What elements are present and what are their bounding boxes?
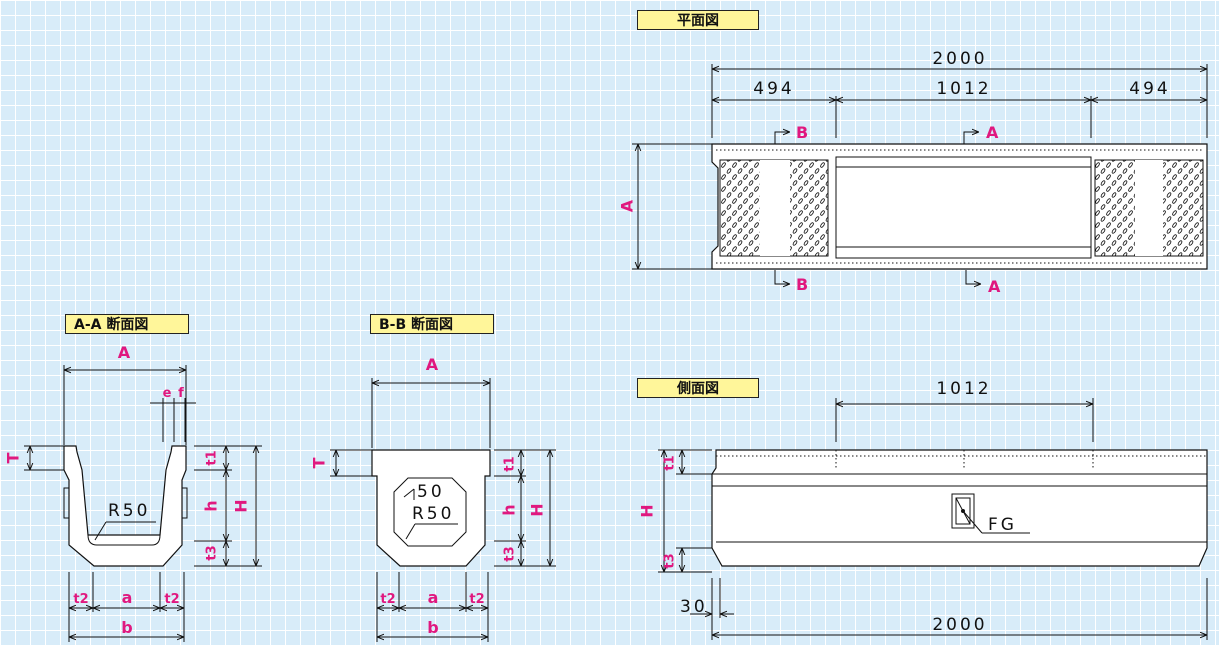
aa-t3-label: t3	[205, 545, 220, 560]
bb-t2-left-label: t2	[380, 592, 395, 607]
section-aa-title: A-A 断面図	[65, 314, 189, 334]
side-offset-dim: 30	[680, 597, 708, 617]
aa-f-label: f	[178, 386, 184, 401]
bb-width-label: A	[426, 355, 439, 374]
aa-radius-label: R50	[108, 501, 150, 521]
plan-cut-b-top: B	[796, 123, 808, 142]
aa-t2-left-label: t2	[73, 592, 88, 607]
side-fg-label: FG	[988, 515, 1017, 535]
section-aa-view: A e f T R50 t1 h H t3	[4, 343, 262, 642]
side-view-title: 側面図	[637, 378, 759, 398]
plan-view-title: 平面図	[637, 10, 759, 30]
plan-cut-b-bottom: B	[796, 275, 808, 294]
bb-chamfer-label: 50	[417, 482, 445, 502]
side-H-label: H	[638, 504, 657, 517]
side-t3-label: t3	[663, 553, 678, 568]
plan-total-dim: 2000	[932, 49, 987, 69]
side-t1-label: t1	[663, 455, 678, 470]
plan-mid-dim: 1012	[936, 79, 991, 99]
plan-cut-a-top: A	[986, 123, 999, 142]
bb-a-label: a	[428, 588, 439, 607]
bb-radius-label: R50	[412, 504, 454, 524]
section-bb-title: B-B 断面図	[370, 314, 494, 334]
side-total-dim: 2000	[932, 615, 987, 635]
bb-t3-label: t3	[503, 546, 518, 561]
aa-e-label: e	[163, 386, 172, 401]
bb-T-label: T	[310, 457, 329, 468]
aa-h-label: h	[202, 500, 221, 511]
plan-width-label: A	[618, 199, 637, 212]
aa-a-label: a	[122, 588, 133, 607]
side-top-dim: 1012	[936, 379, 991, 399]
plan-cut-a-bottom: A	[988, 277, 1001, 296]
plan-view: 2000 494 1012 494 B A B A A	[618, 49, 1208, 296]
aa-T-label: T	[4, 452, 23, 463]
bb-t2-right-label: t2	[469, 592, 484, 607]
aa-b-label: b	[121, 618, 132, 637]
aa-t1-label: t1	[205, 450, 220, 465]
bb-b-label: b	[427, 618, 438, 637]
bb-H-label: H	[528, 503, 547, 516]
plan-right-dim: 494	[1129, 79, 1170, 99]
bb-h-label: h	[500, 504, 519, 515]
plan-left-dim: 494	[753, 79, 794, 99]
aa-t2-right-label: t2	[164, 592, 179, 607]
aa-H-label: H	[232, 499, 251, 512]
side-view: 1012 H t1 t3 FG 30	[638, 379, 1208, 640]
section-bb-view: A T 50 R50 t1 h H t3	[310, 355, 556, 642]
aa-width-label: A	[118, 343, 131, 362]
bb-t1-label: t1	[503, 456, 518, 471]
